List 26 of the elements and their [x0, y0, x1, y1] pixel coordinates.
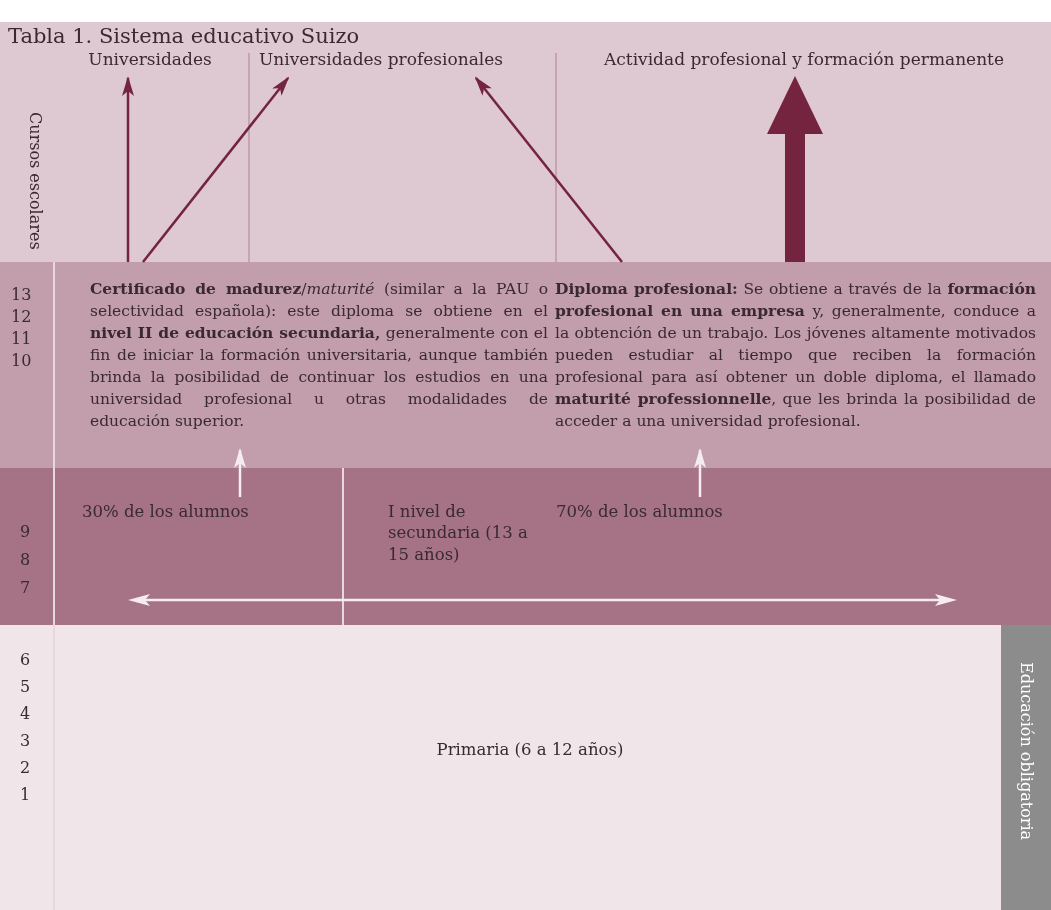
arrow: [474, 76, 623, 263]
school-year-number: 4: [20, 704, 31, 723]
school-year-number: 6: [20, 650, 31, 669]
row-text: 70% de los alumnos: [552, 497, 975, 600]
vertical-label: Educación obligatoria: [1017, 662, 1036, 841]
row-text: Primaria (6 a 12 años): [360, 735, 700, 775]
arrow: [694, 448, 706, 497]
row-text: I nivel de secundaria (13 a 15 años): [384, 497, 544, 592]
school-year-number: 3: [20, 731, 31, 750]
arrow: [767, 76, 823, 262]
school-year-number: 8: [20, 550, 31, 569]
arrow: [234, 448, 246, 497]
school-year-number: 13: [11, 285, 32, 304]
arrow: [142, 76, 290, 263]
school-year-number: 5: [20, 677, 31, 696]
vertical-label: Cursos escolares: [26, 112, 45, 250]
school-year-number: 2: [20, 758, 31, 777]
school-year-number: 10: [11, 351, 32, 370]
school-year-number: 1: [20, 785, 31, 804]
school-year-number: 7: [20, 578, 31, 597]
school-year-number: 12: [11, 307, 32, 326]
arrow: [122, 76, 134, 262]
column-heading: Actividad profesional y formación permanente: [565, 44, 1043, 76]
row-text: 30% de los alumnos: [78, 497, 318, 600]
school-year-number: 9: [20, 522, 31, 541]
school-year-number: 11: [11, 329, 32, 348]
